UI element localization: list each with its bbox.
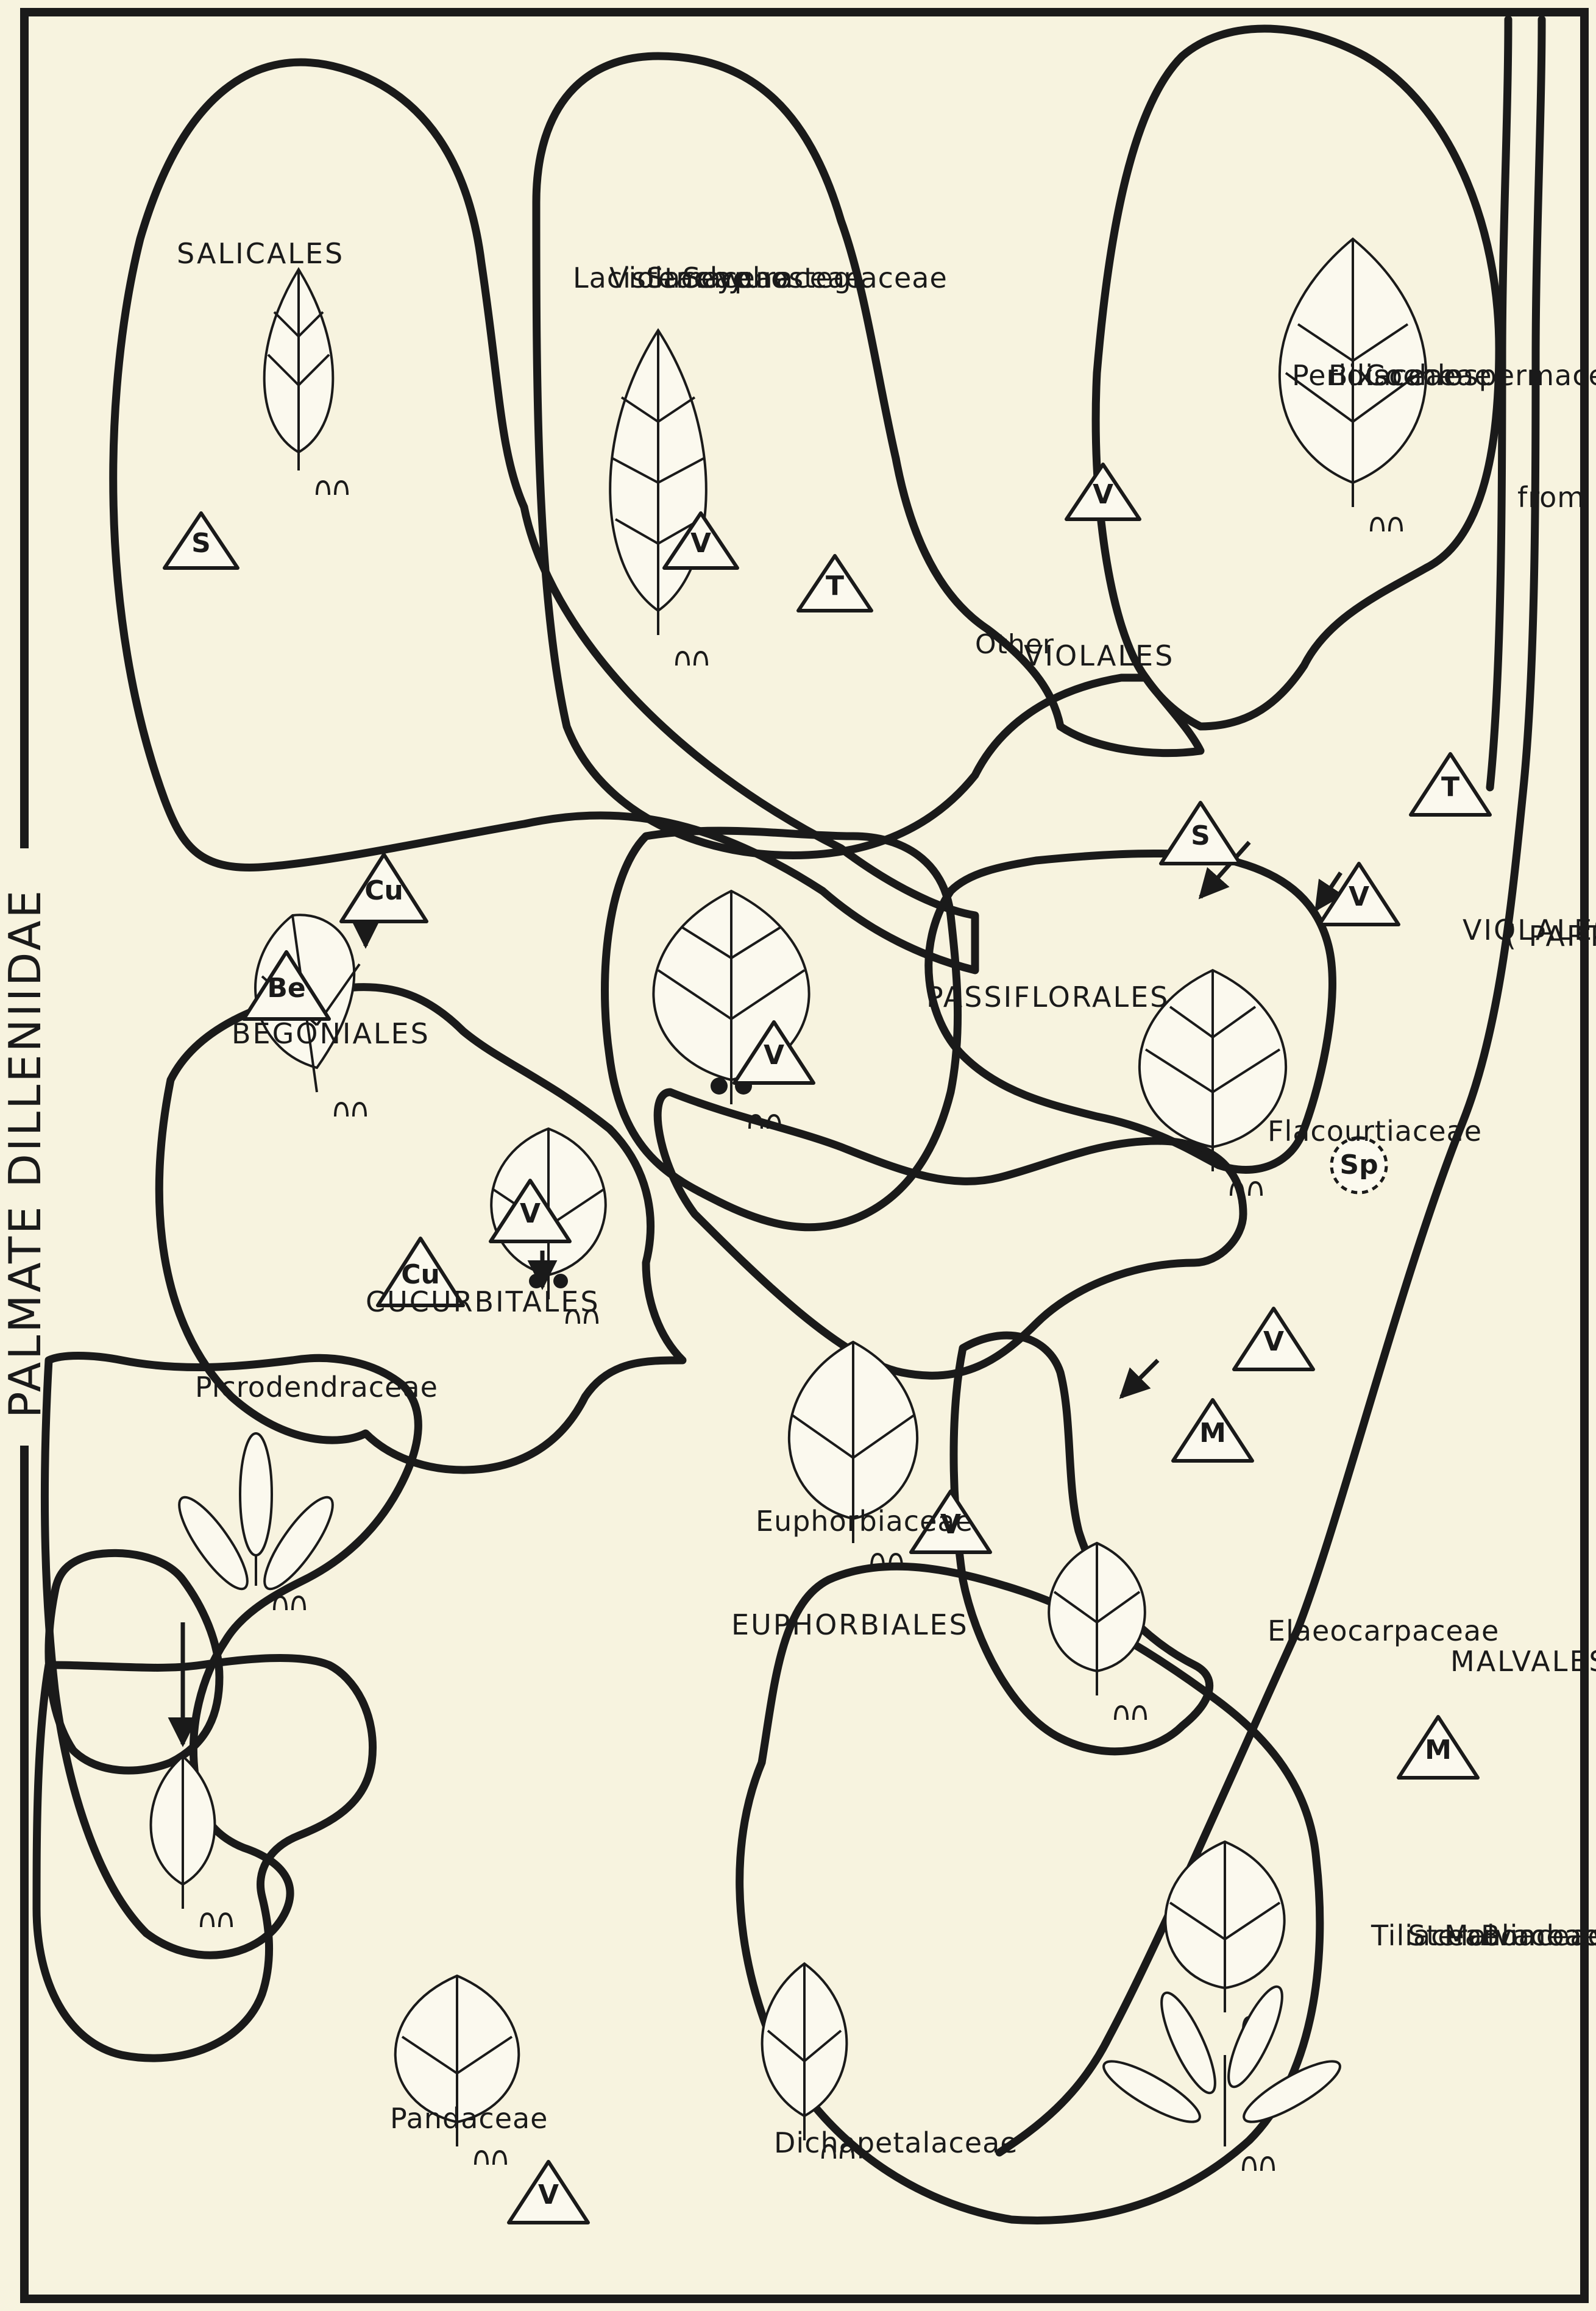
svg-text:S: S: [1191, 820, 1210, 851]
triangle-flacourtiaceae-s: S: [1161, 803, 1240, 864]
arrow-v-to-m: [1121, 1360, 1158, 1397]
svg-text:V: V: [764, 1040, 784, 1071]
elaeocarpaceae-blob: [954, 1335, 1210, 1752]
salicales-label: SALICALES: [177, 237, 344, 270]
svg-text:Cu: Cu: [364, 875, 403, 906]
picrodendraceae-simple-leaf: [151, 1756, 232, 1927]
svg-text:Be: Be: [267, 973, 305, 1004]
pandaceae-leaf: [395, 1976, 519, 2165]
malvales-label: MALVALES: [1450, 1645, 1596, 1678]
peridiscaceae-family-3: Cochlospermaceae: [1365, 359, 1596, 392]
euphorbiaceae-label: Euphorbiaceae: [756, 1505, 973, 1538]
svg-text:V: V: [1263, 1326, 1284, 1357]
svg-text:V: V: [690, 528, 711, 559]
picrodendraceae-label: Picrodendraceae: [195, 1371, 438, 1404]
svg-text:V: V: [1349, 881, 1369, 912]
cucurbitales-label: CUCURBITALES: [366, 1285, 600, 1318]
dichapetalaceae-label: Dichapetalaceae: [774, 2126, 1018, 2159]
begoniales-label: BEGONIALES: [232, 1017, 430, 1050]
diagram-title: PALMATE DILLENIIDAE: [0, 888, 51, 1418]
svg-text:Sp: Sp: [1339, 1149, 1378, 1180]
other-violales-label: VIOLALES: [1024, 639, 1174, 672]
picrodendraceae-trifoliate-leaf: [169, 1433, 343, 1610]
flacourtiaceae-label: Flacourtiaceae: [1268, 1115, 1482, 1148]
elaeocarpaceae-label: Elaeocarpaceae: [1268, 1614, 1499, 1647]
triangle-salicales-s: S: [165, 513, 238, 568]
svg-text:V: V: [1093, 479, 1113, 510]
lacistemaceae-leaf: [610, 330, 707, 666]
triangle-violales-t: T: [798, 556, 871, 611]
svg-text:M: M: [1425, 1734, 1452, 1766]
triangle-flacourtiaceae-t: T: [1411, 754, 1490, 815]
violales-part-note: ( PART): [1505, 920, 1596, 953]
triangle-peridiscaceae-v: V: [1066, 464, 1140, 519]
svg-text:T: T: [1441, 772, 1459, 803]
svg-text:V: V: [520, 1198, 541, 1229]
malvales-family-4: Bombacaceae: [1481, 1919, 1596, 1952]
triangle-begoniales-cu: Cu: [341, 854, 427, 921]
passiflorales-label: PASSIFLORALES: [926, 981, 1169, 1014]
picrodendraceae-blob: [44, 1356, 418, 1956]
pandaceae-label: Pandaceae: [390, 2102, 548, 2135]
violales-family-4: Scyphostegiaceae: [683, 261, 948, 294]
stem-path-inner: [1490, 20, 1508, 787]
triangle-pandaceae-v: V: [509, 2162, 588, 2223]
triangle-malvales-m: M: [1399, 1717, 1478, 1778]
triangle-elaeocarpaceae-m: M: [1173, 1400, 1252, 1461]
euphorbiales-label: EUPHORBIALES: [731, 1608, 969, 1641]
triangle-elaeocarpaceae-v: V: [1234, 1308, 1313, 1369]
elaeocarpaceae-leaf: [1049, 1543, 1146, 1720]
triangle-flacourtiaceae-v: V: [1319, 864, 1399, 925]
salicales-leaf: [264, 269, 347, 495]
stem-label: from Dilleniid stem: [1517, 481, 1596, 514]
svg-text:S: S: [191, 528, 211, 559]
svg-text:M: M: [1199, 1418, 1226, 1449]
svg-text:T: T: [826, 570, 844, 602]
svg-text:V: V: [538, 2179, 559, 2210]
